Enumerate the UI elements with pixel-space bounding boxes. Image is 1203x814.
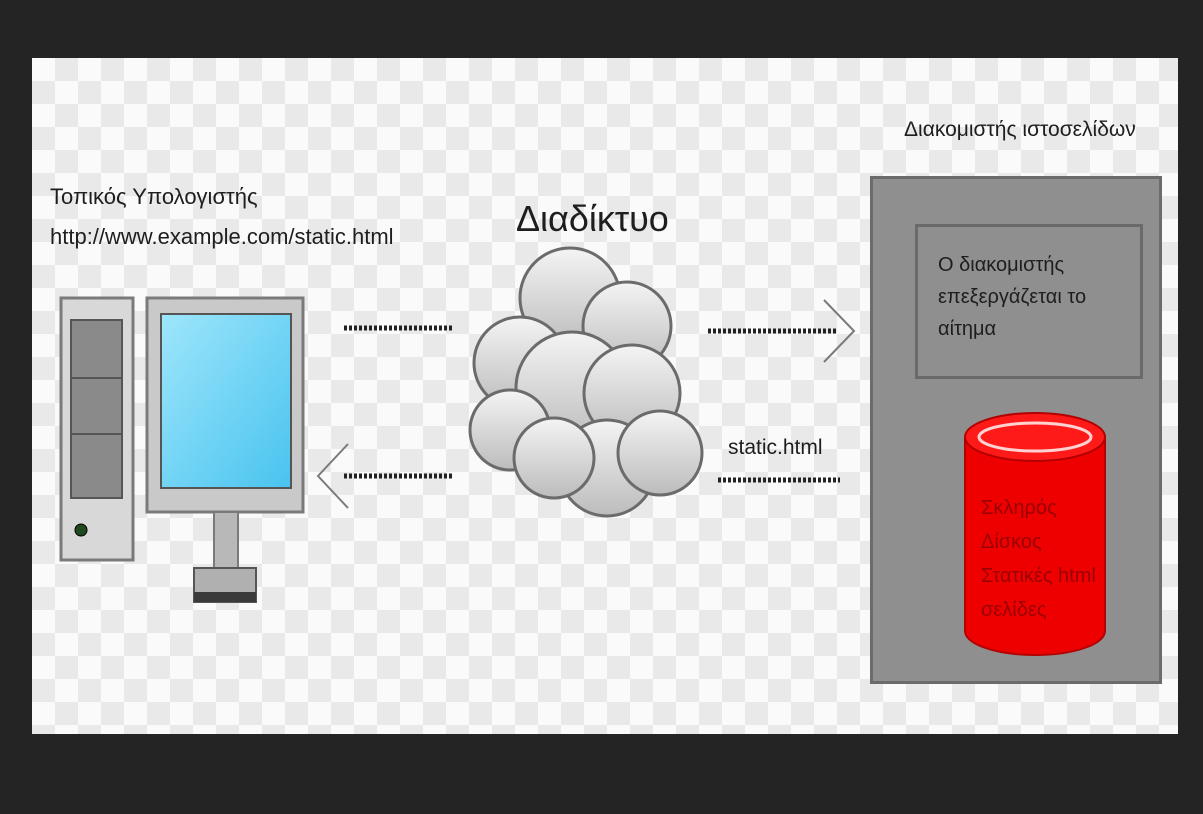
diagram-canvas: Τοπικός Υπολογιστής http://www.example.c…	[32, 58, 1178, 734]
request-arrow-head	[823, 299, 856, 363]
monitor-icon	[145, 296, 305, 603]
disk-text-line: Δίσκος	[981, 531, 1042, 553]
process-text-line: Ο διακομιστής	[938, 254, 1065, 276]
client-url: http://www.example.com/static.html	[50, 224, 394, 249]
disk-text-line: Σκληρός	[981, 497, 1057, 519]
response-file-label: static.html	[728, 436, 823, 459]
disk-text-line: Στατικές html	[981, 565, 1096, 587]
disk-label: Σκληρός Δίσκος Στατικές html σελίδες	[981, 491, 1111, 627]
cloud-icon	[468, 246, 704, 518]
server-title: Διακομιστής ιστοσελίδων	[904, 118, 1136, 141]
process-text-line: επεξεργάζεται το αίτημα	[938, 286, 1087, 340]
client-title: Τοπικός Υπολογιστής	[50, 184, 258, 209]
response-arrow-head	[316, 443, 349, 509]
web-server-box: Ο διακομιστής επεξεργάζεται το αίτημα Σκ…	[870, 176, 1162, 684]
disk-text-line: σελίδες	[981, 599, 1047, 621]
internet-label: Διαδίκτυο	[516, 198, 669, 239]
desktop-tower-icon	[59, 296, 135, 562]
database-cylinder-icon	[964, 412, 1106, 656]
server-process-box: Ο διακομιστής επεξεργάζεται το αίτημα	[915, 224, 1143, 379]
diagram-graphics	[59, 246, 856, 603]
